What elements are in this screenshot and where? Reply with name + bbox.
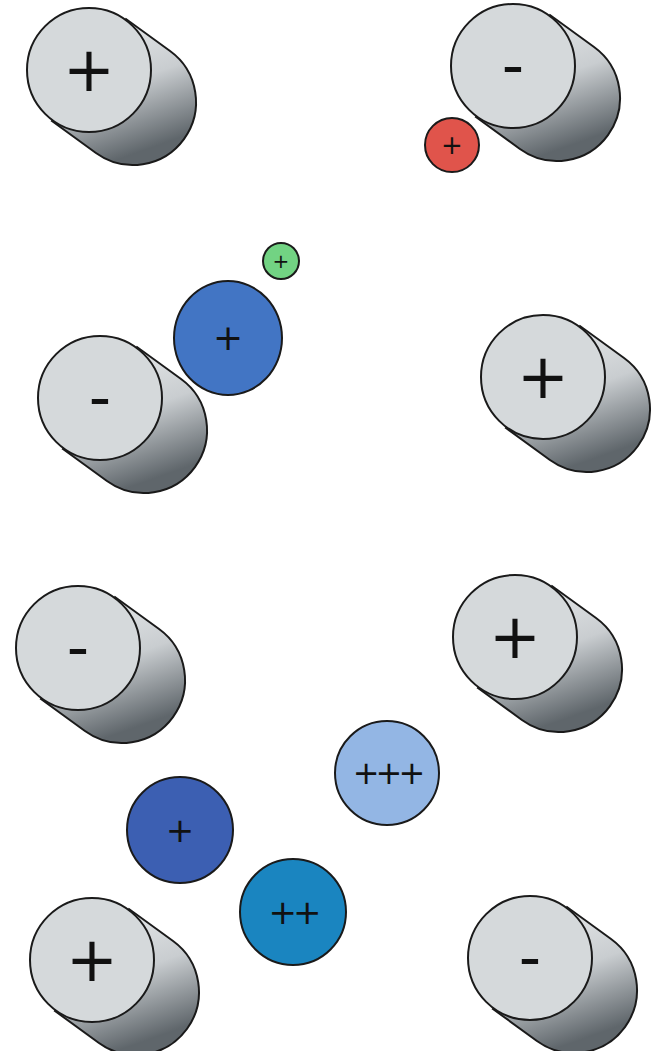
rod-electrode: - bbox=[15, 585, 141, 711]
rod-electrode: - bbox=[450, 3, 576, 129]
polarity-sign: + bbox=[63, 39, 115, 101]
polarity-sign: - bbox=[89, 367, 111, 429]
polarity-sign: - bbox=[67, 617, 89, 679]
charge-sign: + bbox=[166, 813, 195, 847]
rod-electrode: + bbox=[29, 897, 155, 1023]
rod-electrode: + bbox=[480, 314, 606, 440]
rod-electrode: - bbox=[37, 335, 163, 461]
polarity-sign: - bbox=[502, 35, 524, 97]
charge-sign: +++ bbox=[353, 757, 421, 789]
ion: +++ bbox=[334, 720, 440, 826]
ion: + bbox=[173, 280, 283, 396]
ion: + bbox=[262, 242, 300, 280]
charge-sign: + bbox=[441, 132, 463, 158]
rod-electrode: + bbox=[452, 574, 578, 700]
ion: ++ bbox=[239, 858, 347, 966]
charge-sign: + bbox=[273, 251, 290, 271]
ion: + bbox=[424, 117, 480, 173]
polarity-sign: + bbox=[517, 346, 569, 408]
polarity-sign: + bbox=[66, 929, 118, 991]
polarity-sign: - bbox=[519, 927, 541, 989]
ion: + bbox=[126, 776, 234, 884]
rod-electrode: + bbox=[26, 7, 152, 133]
charge-sign: + bbox=[213, 320, 243, 356]
rod-electrode: - bbox=[467, 895, 593, 1021]
charge-sign: ++ bbox=[269, 895, 318, 929]
polarity-sign: + bbox=[489, 606, 541, 668]
